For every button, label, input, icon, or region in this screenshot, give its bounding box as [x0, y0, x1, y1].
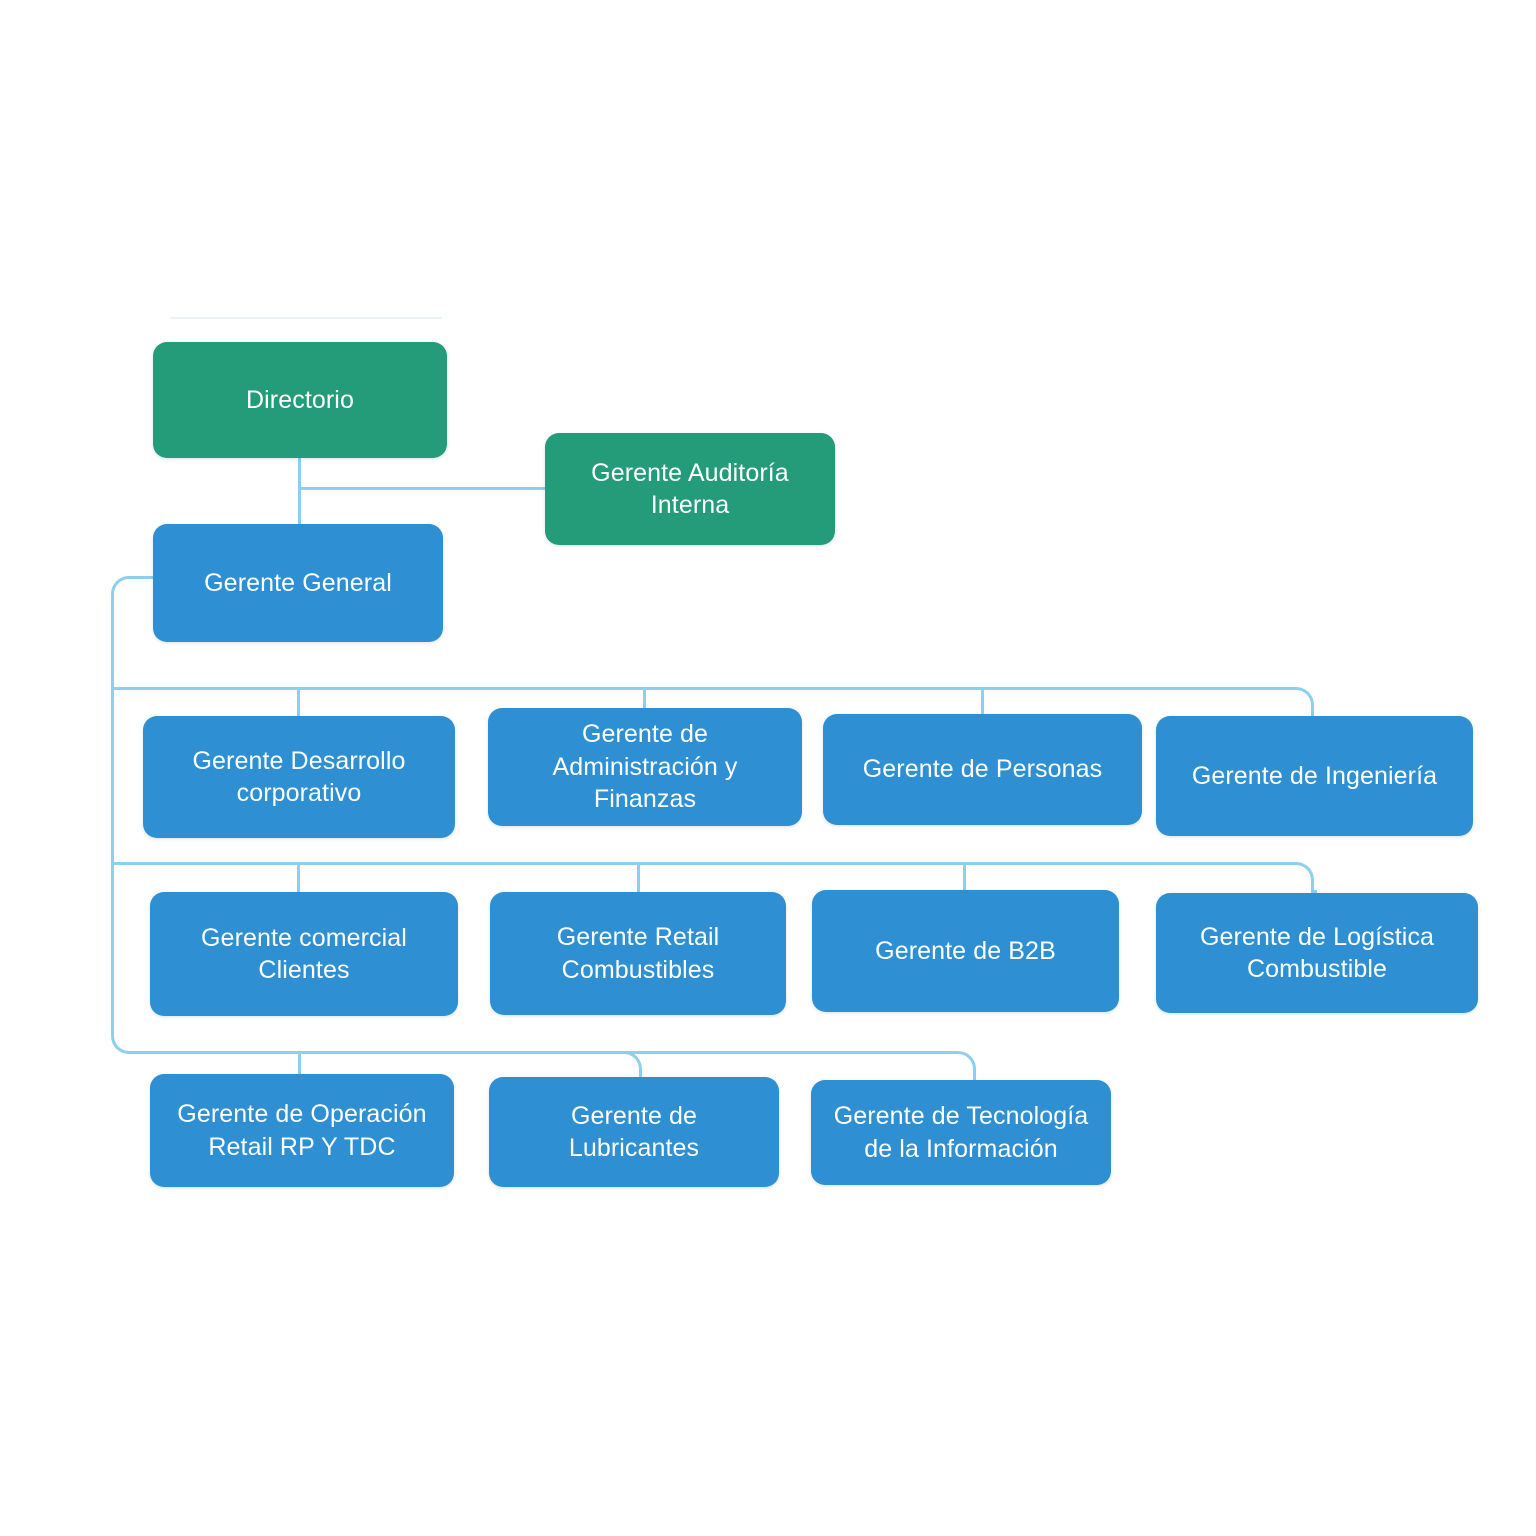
node-ingenieria-label: Gerente de Ingeniería — [1191, 761, 1438, 790]
node-gerente-administracion-finanzas[interactable]: Gerente de Administración y Finanzas — [488, 708, 802, 826]
node-operacion-label-line1: Gerente de Operación — [177, 1100, 427, 1128]
connector-row4-drop-comercial — [297, 862, 300, 892]
node-directorio[interactable]: Directorio — [153, 342, 447, 458]
connector-row5-drop-operacion — [298, 1051, 301, 1075]
connector-row4-right-elbow — [1280, 862, 1314, 896]
top-faint-rule — [170, 317, 442, 319]
node-admin-label-line1: Gerente de — [581, 720, 709, 749]
node-desarrollo-label-line2: corporativo — [236, 779, 362, 807]
connector-row3-drop-desarrollo — [297, 687, 300, 717]
node-gerente-retail-combustibles[interactable]: Gerente Retail Combustibles — [490, 892, 786, 1015]
node-gerente-operacion-retail[interactable]: Gerente de Operación Retail RP Y TDC — [150, 1074, 454, 1187]
node-gerente-general[interactable]: Gerente General — [153, 524, 443, 642]
node-tecnologia-label-line2: de la Información — [864, 1134, 1058, 1163]
connector-row3-drop-personas — [981, 687, 984, 717]
connector-row5-bar — [150, 1051, 958, 1054]
connector-row3-drop-admin — [643, 687, 646, 717]
node-gerente-general-label: Gerente General — [204, 568, 392, 597]
node-directorio-label: Directorio — [246, 385, 354, 414]
connector-row3-right-elbow — [1280, 687, 1314, 721]
node-auditoria-label-line2: Interna — [650, 491, 730, 519]
connector-row4-drop-retail — [637, 862, 640, 892]
connector-directorio-down — [298, 457, 301, 542]
node-lubricantes-label-line2: Lubricantes — [568, 1134, 700, 1162]
connector-main-trunk — [111, 596, 114, 1036]
node-gerente-ingenieria[interactable]: Gerente de Ingeniería — [1156, 716, 1473, 836]
node-admin-label-line2: Administración y — [552, 752, 738, 781]
connector-row3-bar — [111, 687, 1298, 690]
node-logistica-label-line2: Combustible — [1246, 955, 1388, 983]
node-retail-label-line1: Gerente Retail — [556, 923, 720, 951]
node-logistica-label-line1: Gerente de Logística — [1199, 922, 1435, 951]
node-b2b-label: Gerente de B2B — [875, 936, 1056, 965]
node-lubricantes-label-line1: Gerente de — [570, 1101, 698, 1130]
connector-row5-elbow-lubricantes — [612, 1051, 642, 1081]
node-gerente-b2b[interactable]: Gerente de B2B — [812, 890, 1119, 1012]
node-operacion-label-line2: Retail RP Y TDC — [208, 1132, 396, 1161]
node-gerente-personas[interactable]: Gerente de Personas — [823, 714, 1142, 825]
node-auditoria-label-line1: Gerente Auditoría — [591, 458, 789, 487]
node-gerente-auditoria-interna[interactable]: Gerente Auditoría Interna — [545, 433, 835, 545]
connector-directorio-auditoria — [298, 487, 548, 490]
node-gerente-tecnologia-informacion[interactable]: Gerente de Tecnología de la Información — [811, 1080, 1111, 1185]
connector-row4-drop-b2b — [963, 862, 966, 892]
node-retail-label-line2: Combustibles — [561, 955, 715, 984]
node-admin-label-line3: Finanzas — [593, 785, 697, 814]
node-desarrollo-label-line1: Gerente Desarrollo — [192, 746, 406, 775]
connector-trunk-bottom-elbow — [111, 1016, 161, 1054]
node-comercial-label-line1: Gerente comercial — [201, 923, 407, 952]
node-gerente-comercial-clientes[interactable]: Gerente comercial Clientes — [150, 892, 458, 1016]
node-gerente-lubricantes[interactable]: Gerente de Lubricantes — [489, 1077, 779, 1187]
connector-row4-bar — [111, 862, 1298, 865]
node-comercial-label-line2: Clientes — [258, 956, 350, 984]
node-tecnologia-label-line1: Gerente de Tecnología — [833, 1102, 1089, 1130]
node-gerente-logistica-combustible[interactable]: Gerente de Logística Combustible — [1156, 893, 1478, 1013]
node-personas-label: Gerente de Personas — [862, 755, 1103, 784]
connector-row5-elbow-tecnologia — [946, 1051, 976, 1081]
node-gerente-desarrollo-corporativo[interactable]: Gerente Desarrollo corporativo — [143, 716, 455, 838]
